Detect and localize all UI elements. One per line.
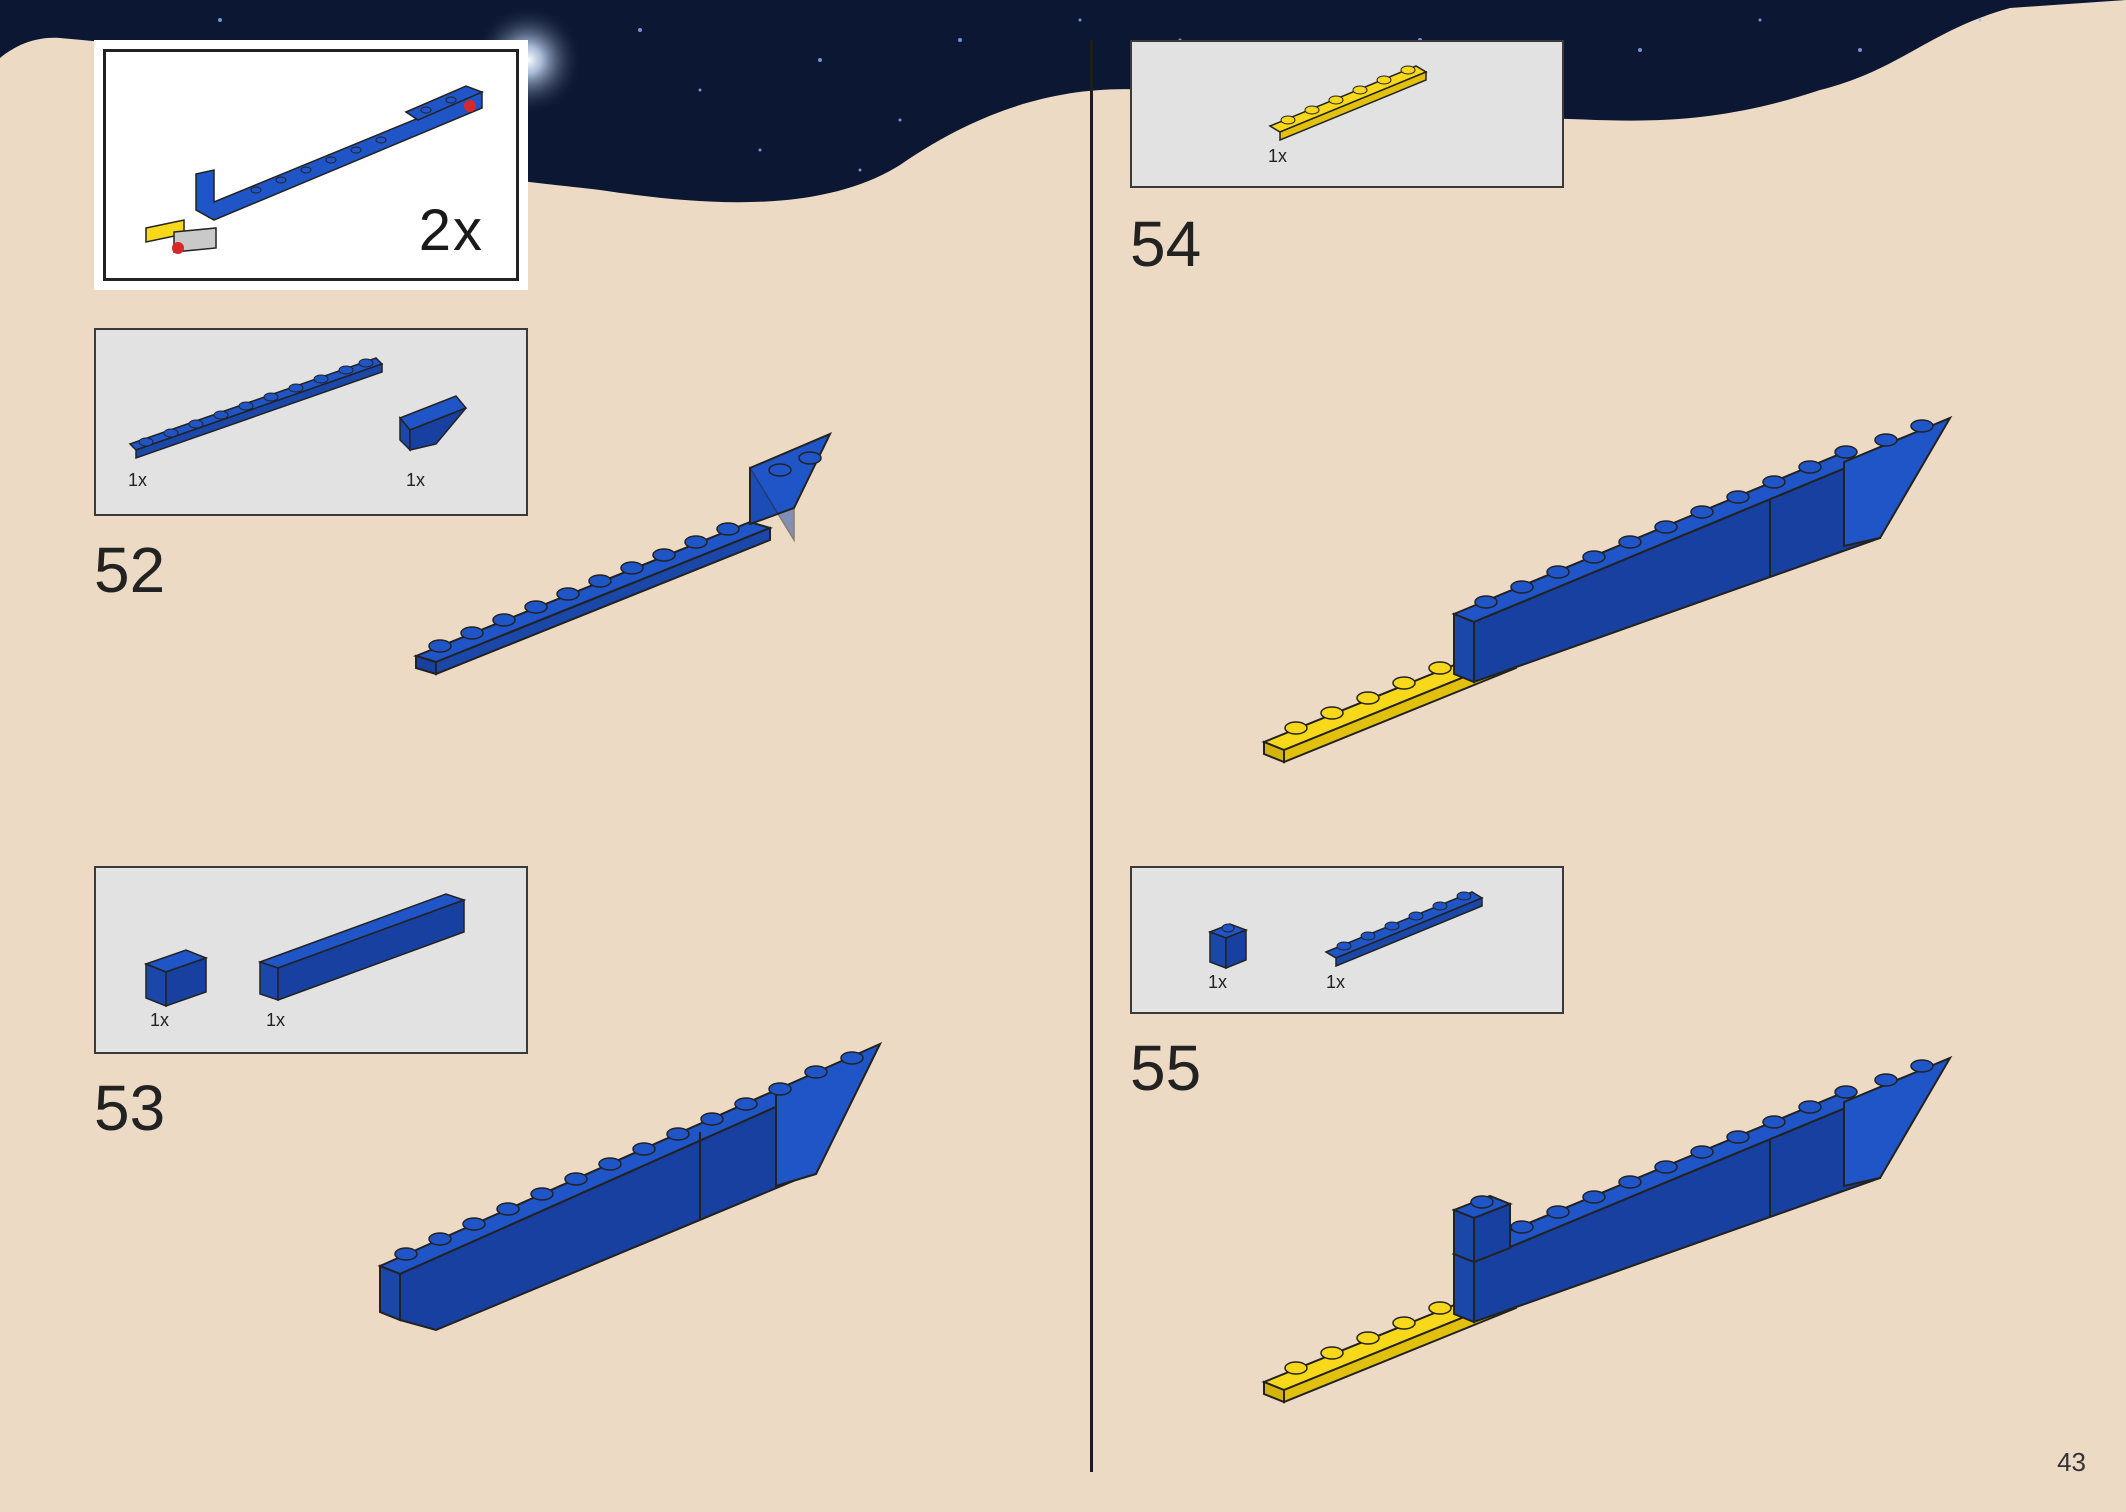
step-number-53: 53	[94, 1072, 166, 1144]
part-blue-brick-1x8	[257, 893, 467, 1002]
part-blue-plate-1x6	[1324, 891, 1484, 968]
parts-list-step-53: 1x 1x	[94, 866, 528, 1054]
multiplier-label: 2x	[418, 198, 484, 263]
step-55-model	[1261, 1055, 1953, 1404]
parts-list-step-55: 1x 1x	[1130, 866, 1564, 1014]
page-number: 43	[2057, 1447, 2086, 1477]
qty-label: 1x	[406, 470, 426, 490]
qty-label: 1x	[1268, 146, 1288, 166]
step-52-model	[412, 432, 833, 676]
qty-label: 1x	[150, 1010, 170, 1030]
step-54-model	[1261, 415, 1953, 764]
part-blue-plate-1x10	[128, 357, 384, 460]
page-divider	[1090, 40, 1093, 1472]
part-blue-brick-1x1	[1207, 923, 1249, 970]
qty-label: 1x	[1208, 972, 1228, 992]
subassembly-model	[145, 85, 484, 254]
parts-list-step-54: 1x	[1130, 40, 1564, 188]
step-number-52: 52	[94, 534, 166, 606]
parts-list-step-52: 1x 1x	[94, 328, 528, 516]
callout-frame: 2x	[103, 49, 519, 281]
part-yellow-plate-1x6	[1268, 65, 1428, 142]
step-number-54: 54	[1130, 208, 1202, 280]
part-blue-brick-1x2	[143, 949, 209, 1008]
qty-label: 1x	[266, 1010, 286, 1030]
step-number-55: 55	[1130, 1032, 1202, 1104]
step-53-model	[377, 1041, 883, 1332]
part-blue-slope-inverted	[398, 395, 468, 452]
subassembly-callout: 2x	[94, 40, 528, 290]
qty-label: 1x	[1326, 972, 1346, 992]
qty-label: 1x	[128, 470, 148, 490]
